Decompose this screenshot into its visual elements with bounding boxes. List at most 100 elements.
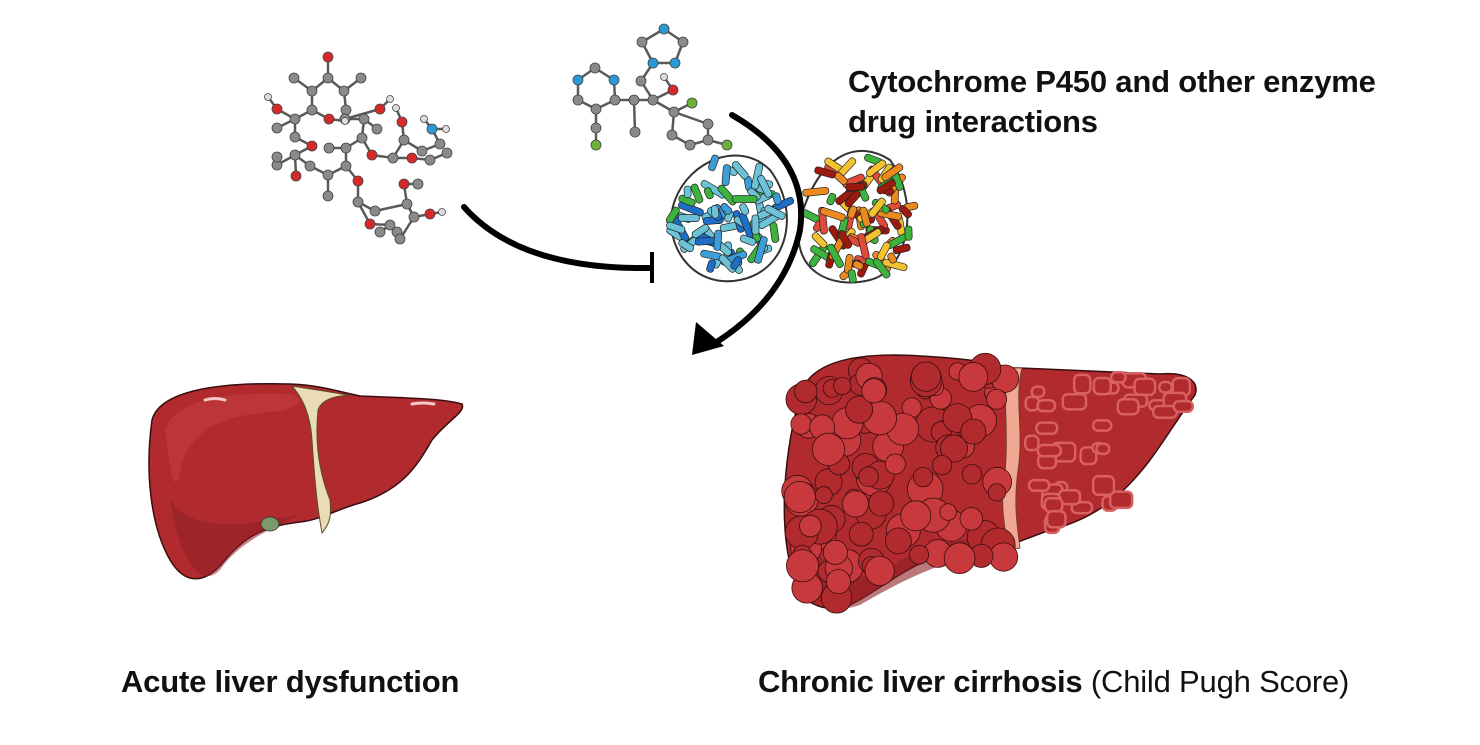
fibrotic-lobule (1027, 478, 1051, 492)
atom (668, 106, 680, 118)
cyp450-title-line2: drug interactions (848, 104, 1098, 139)
protein-helix (826, 192, 837, 206)
atom (392, 104, 400, 112)
protein-helix (720, 203, 733, 215)
chronic-liver-label-main: Chronic liver cirrhosis (758, 664, 1083, 699)
atom (609, 94, 621, 106)
atom (572, 94, 584, 106)
child-pugh-note: (Child Pugh Score) (1082, 664, 1350, 699)
protein-helix (844, 254, 854, 274)
atom (289, 113, 301, 125)
atom (355, 72, 367, 84)
atom (384, 219, 396, 231)
protein-helix (881, 163, 904, 182)
fibrotic-lobule (1158, 380, 1174, 394)
fibrotic-lobule (1036, 398, 1057, 413)
regenerative-nodule (958, 362, 989, 392)
atom (338, 85, 350, 97)
atom (356, 132, 368, 144)
protein-helix (865, 159, 887, 177)
protein-helix (703, 187, 714, 200)
bond (374, 202, 408, 213)
regenerative-nodule (825, 569, 851, 595)
atom (408, 211, 420, 223)
atom (647, 57, 659, 69)
acute-liver-illustration (148, 382, 464, 580)
atom (323, 113, 335, 125)
atom (306, 85, 318, 97)
protein-helix (844, 190, 861, 208)
protein-helix (847, 269, 857, 284)
protein-helix (772, 192, 782, 205)
fibrotic-lobule (1091, 419, 1113, 432)
atom (264, 93, 272, 101)
regenerative-nodule (833, 376, 852, 396)
fibrotic-lobule (1035, 421, 1059, 435)
protein-helix (713, 229, 723, 251)
atom (398, 134, 410, 146)
atom (721, 139, 733, 151)
regenerative-nodule (884, 453, 906, 475)
atom (374, 103, 386, 115)
fibrotic-lobule (1045, 510, 1067, 529)
regenerative-nodule (845, 395, 874, 424)
protein-backbone (797, 149, 909, 284)
atom (271, 151, 283, 163)
atom (608, 74, 620, 86)
atom (358, 113, 370, 125)
protein-helix (868, 197, 886, 218)
regenerative-nodule (961, 463, 983, 485)
atom (371, 123, 383, 135)
regenerative-nodule (811, 432, 846, 466)
regenerative-nodule (868, 490, 895, 517)
protein-helix (666, 221, 686, 234)
atom (628, 94, 640, 106)
atom (352, 196, 364, 208)
regenerative-nodule (858, 466, 879, 487)
protein-helix (683, 185, 692, 199)
atom (387, 152, 399, 164)
protein-helix (852, 260, 864, 270)
atom (304, 160, 316, 172)
atom (352, 175, 364, 187)
protein-helix (845, 182, 865, 192)
protein-helix (677, 214, 700, 222)
protein-helix (859, 206, 871, 228)
regenerative-nodule (822, 539, 848, 565)
atom (702, 134, 714, 146)
atom (636, 36, 648, 48)
atom (658, 23, 670, 35)
atom (322, 169, 334, 181)
regenerative-nodule (931, 455, 953, 476)
fibrotic-lobule (1030, 385, 1046, 399)
regenerative-nodule (814, 486, 833, 505)
regenerative-nodule (960, 418, 987, 445)
cyp450-enzyme-icon (665, 149, 919, 284)
regenerative-nodule (799, 514, 822, 538)
regenerative-nodule (986, 388, 1008, 410)
protein-helix (739, 203, 750, 216)
fibrotic-lobule (1116, 398, 1140, 416)
atom (441, 147, 453, 159)
protein-helix (757, 175, 773, 198)
inhibition-arrow (461, 204, 654, 283)
fibrotic-lobule (1095, 442, 1111, 456)
atom (366, 149, 378, 161)
atom (686, 97, 698, 109)
protein-helix (876, 179, 896, 195)
regenerative-nodule (793, 379, 818, 404)
protein-helix (678, 239, 695, 253)
protein-helix (731, 195, 758, 203)
fibrotic-lobule (1091, 475, 1116, 497)
regenerative-nodule (864, 555, 895, 587)
atom (401, 198, 413, 210)
regenerative-nodule (989, 542, 1019, 572)
atom (416, 145, 428, 157)
fibrotic-lobule (1108, 490, 1134, 510)
atom (669, 57, 681, 69)
chronic-liver-label: Chronic liver cirrhosis (Child Pugh Scor… (758, 664, 1349, 700)
atom (666, 129, 678, 141)
protein-helix (754, 236, 768, 264)
atom (374, 226, 386, 238)
